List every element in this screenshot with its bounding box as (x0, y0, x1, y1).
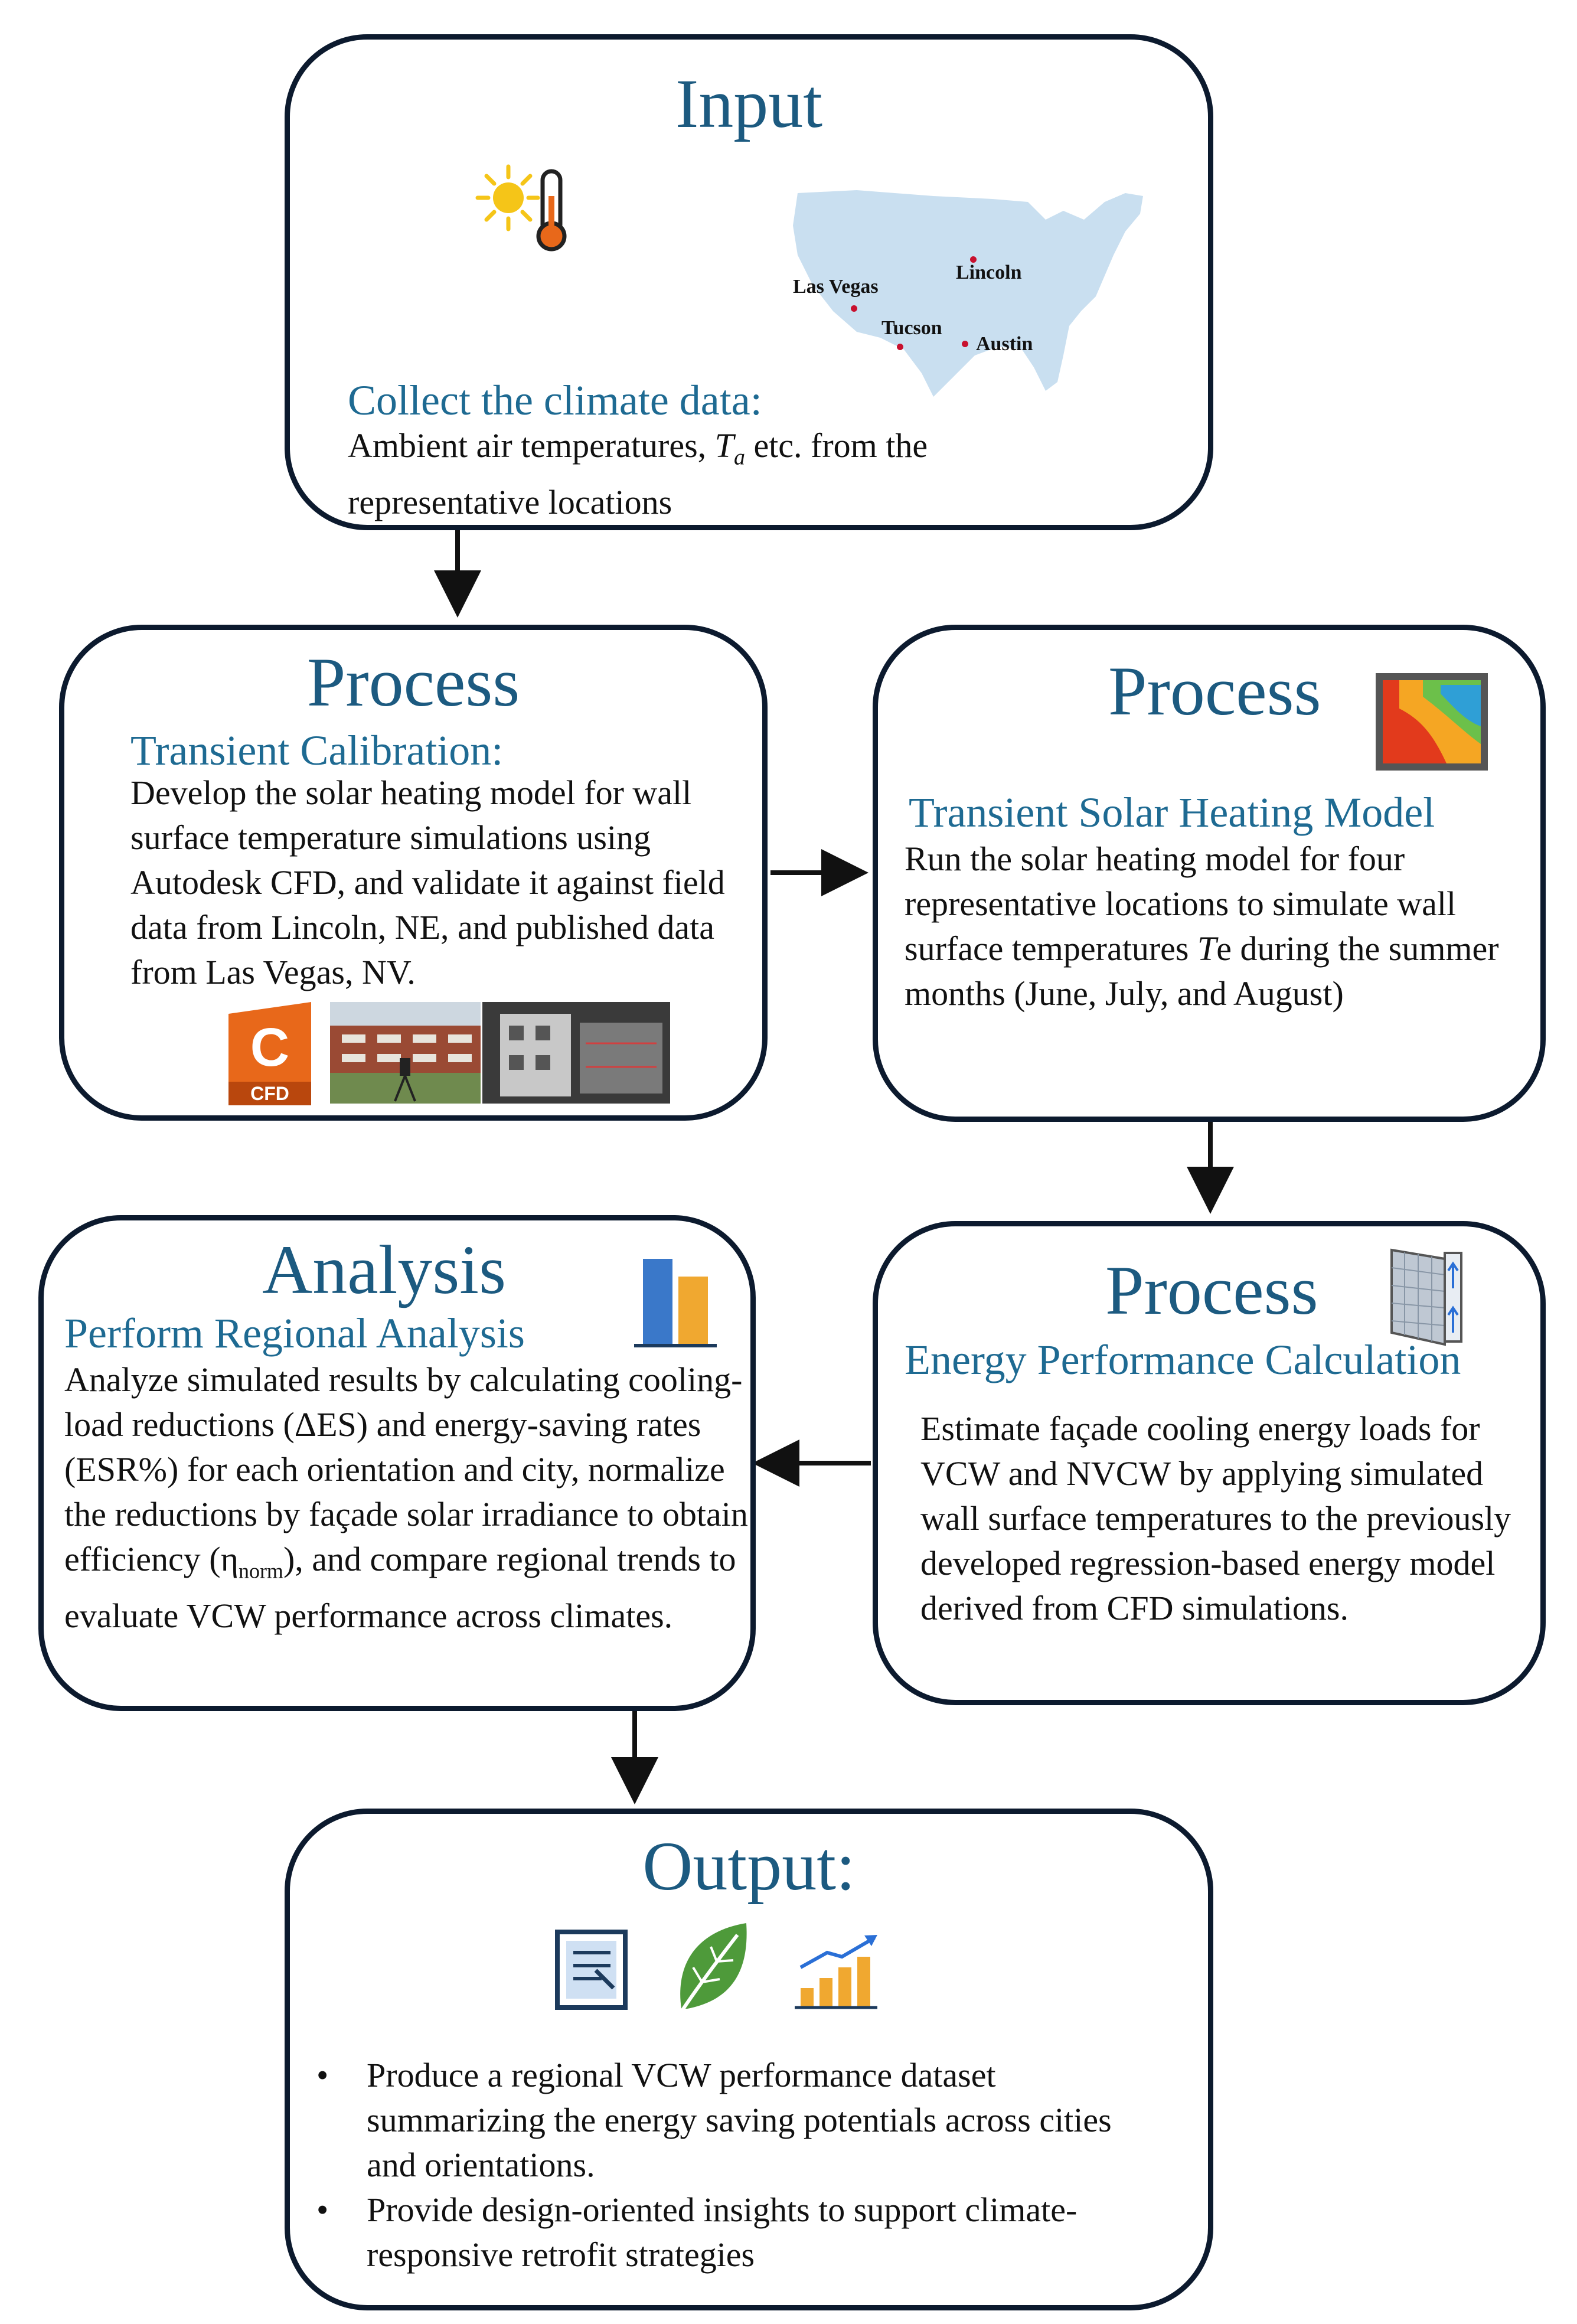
document-icon (555, 1930, 628, 2010)
solar-model-title: Process (1108, 652, 1321, 730)
cfd-logo-text: CFD (250, 1083, 289, 1104)
growth-chart-icon (795, 1935, 877, 2009)
output-bullets: Produce a regional VCW performance datas… (316, 2053, 1161, 2277)
energy-title: Process (1105, 1252, 1318, 1329)
map-label-tucson: Tucson (881, 317, 942, 339)
solar-model-subtitle: Transient Solar Heating Model (909, 789, 1435, 836)
output-title: Output: (642, 1827, 856, 1905)
thermal-image-photo (482, 1002, 670, 1104)
analysis-subtitle: Perform Regional Analysis (64, 1310, 525, 1357)
calibration-body: Develop the solar heating model for wall… (130, 773, 725, 991)
leaf-icon (680, 1923, 747, 2013)
input-title: Input (675, 65, 823, 142)
map-dot-austin (962, 341, 968, 347)
energy-box: Process Energy Performance Calculation E… (873, 1221, 1546, 1705)
output-box: Output: Produce a regional VCW performan… (285, 1809, 1213, 2310)
calibration-box: Process Transient Calibration: Develop t… (59, 625, 768, 1121)
field-site-photo (330, 1002, 481, 1104)
autodesk-cfd-logo: C CFD (223, 1002, 320, 1111)
energy-subtitle: Energy Performance Calculation (905, 1336, 1461, 1383)
map-dot-lincoln (970, 256, 977, 263)
analysis-box: Analysis Perform Regional Analysis Analy… (38, 1215, 756, 1711)
sun-thermometer-icon (475, 164, 567, 252)
calibration-title: Process (306, 644, 520, 721)
us-map (793, 190, 1143, 397)
map-label-austin: Austin (976, 333, 1033, 355)
map-label-las-vegas: Las Vegas (793, 276, 879, 298)
calibration-subtitle: Transient Calibration: (130, 727, 504, 774)
analysis-title: Analysis (262, 1231, 506, 1308)
solar-model-box: Process Transient Solar Heating Model Ru… (873, 625, 1546, 1122)
analysis-body: Analyze simulated results by calculating… (64, 1360, 748, 1635)
map-label-lincoln: Lincoln (956, 262, 1022, 283)
energy-body: Estimate façade cooling energy loads for… (920, 1409, 1511, 1627)
bar-chart-icon (634, 1259, 717, 1347)
input-body: Ambient air temperatures, Ta etc. from t… (348, 426, 928, 521)
vent-panel-icon (1390, 1248, 1462, 1346)
output-bullet-2: Provide design-oriented insights to supp… (316, 2188, 1161, 2277)
input-subtitle: Collect the climate data: (348, 377, 762, 424)
map-dot-las-vegas (851, 305, 857, 312)
output-bullet-1: Produce a regional VCW performance datas… (316, 2053, 1161, 2188)
cfd-logo-letter: C (250, 1017, 289, 1078)
heatmap-icon (1376, 673, 1488, 771)
map-dot-tucson (897, 344, 903, 350)
solar-model-body: Run the solar heating model for four rep… (905, 840, 1499, 1013)
input-box: Input Las Vegas Lincoln Tucson Austin Co… (285, 34, 1213, 530)
